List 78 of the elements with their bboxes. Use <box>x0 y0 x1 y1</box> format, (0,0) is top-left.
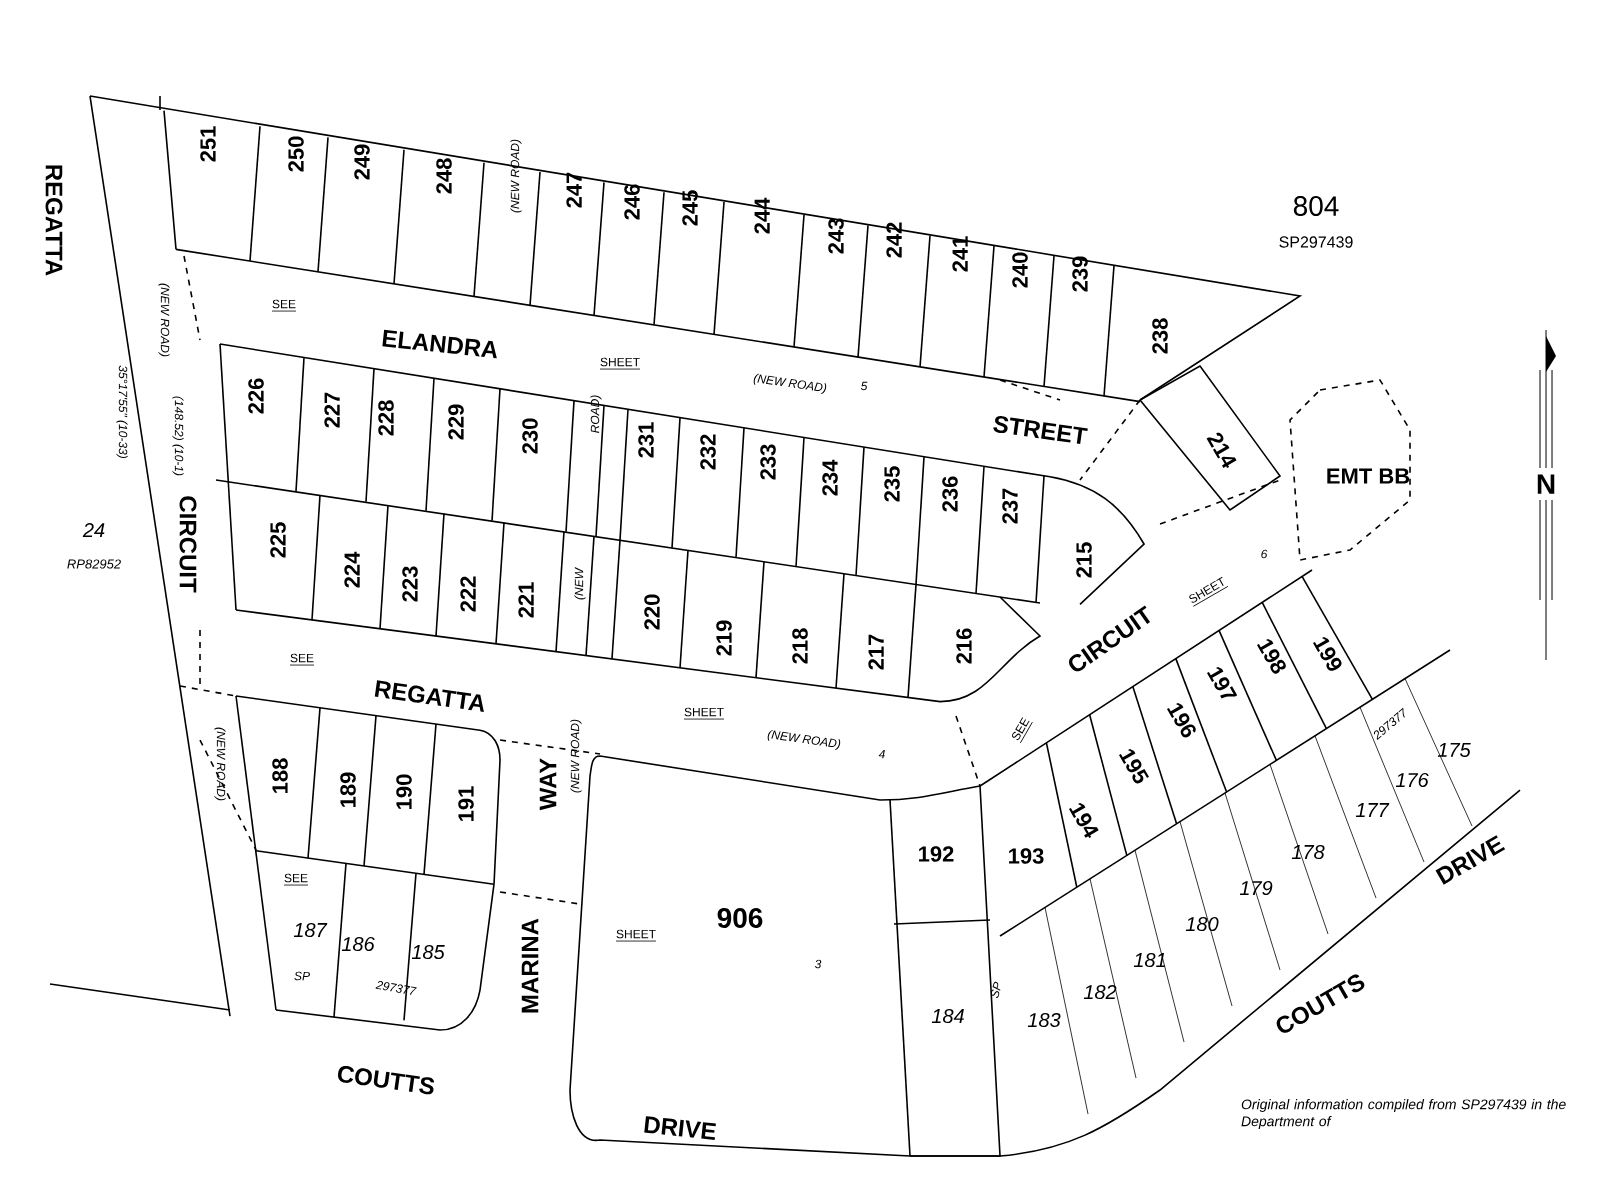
lot-number: 177 <box>1355 803 1390 817</box>
lot-number: 191 <box>458 786 474 821</box>
lot-number: 186 <box>341 936 375 952</box>
street-name: DRIVE <box>644 1116 716 1140</box>
lot-number: 192 <box>919 846 954 862</box>
lot-number: 245 <box>682 190 698 226</box>
street-name: REGATTA <box>45 165 63 276</box>
lot-number: 241 <box>952 236 968 272</box>
lot-number: EMT BB <box>1327 468 1410 484</box>
lot-number: 804 <box>1293 196 1339 216</box>
lot-number: 240 <box>1012 252 1028 288</box>
lot-number: 217 <box>868 634 884 670</box>
lot-number: 188 <box>272 758 288 793</box>
street-name: COUTTS <box>338 1065 435 1095</box>
lot-number: 181 <box>1133 952 1165 968</box>
lot-number: 232 <box>700 434 716 470</box>
lot-number: 223 <box>402 566 418 602</box>
lot-number: 236 <box>942 476 958 512</box>
lot-number: 231 <box>638 422 654 458</box>
lot-number: 194 <box>1068 802 1099 839</box>
lot-number: 237 <box>1002 488 1018 524</box>
lot-number: 180 <box>1185 916 1219 932</box>
lot-number: 235 <box>884 466 900 502</box>
lot-number: 250 <box>288 136 304 172</box>
lot-number: 178 <box>1291 844 1325 860</box>
lot-number: 238 <box>1152 318 1168 354</box>
lot-number: 234 <box>822 459 838 496</box>
lot-number: 184 <box>931 1008 964 1024</box>
lot-number: 182 <box>1083 984 1117 1000</box>
lot-number: 239 <box>1072 256 1088 292</box>
lot-number: 195 <box>1118 748 1149 784</box>
lot-number: 179 <box>1239 880 1273 896</box>
street-name: ELANDRA <box>382 329 497 359</box>
lot-number: 219 <box>716 620 732 656</box>
lot-number: 233 <box>760 444 776 480</box>
lot-number: 227 <box>324 392 340 428</box>
lot-number: 218 <box>792 628 808 664</box>
lot-number: 183 <box>1027 1012 1061 1028</box>
lot-number: 187 <box>293 922 328 938</box>
street-name: CIRCUIT <box>179 496 197 593</box>
lot-number: 244 <box>754 197 770 234</box>
lot-number: 230 <box>522 418 538 454</box>
lot-number: 175 <box>1437 743 1471 757</box>
lot-number: 247 <box>566 172 582 208</box>
lot-number: 196 <box>1166 702 1196 738</box>
lot-number: 220 <box>644 594 660 630</box>
lot-number: 249 <box>354 144 370 180</box>
lot-number: 225 <box>270 522 286 558</box>
lot-number: 906 <box>717 908 763 928</box>
lot-number: 189 <box>340 772 356 807</box>
lot-number: 228 <box>378 400 394 436</box>
lot-number: 216 <box>956 628 972 664</box>
lot-number: 229 <box>448 404 464 440</box>
lot-number: 193 <box>1009 848 1044 864</box>
lot-number: 197 <box>1206 666 1238 699</box>
lot-number: 215 <box>1076 542 1092 578</box>
plan-number: SP297439 <box>1279 236 1353 248</box>
lot-number: 198 <box>1256 638 1286 674</box>
lot-number: 221 <box>518 582 534 618</box>
street-name: REGATTA <box>374 680 484 712</box>
lot-number: 185 <box>411 944 445 960</box>
lot-number: 251 <box>200 126 216 162</box>
lot-number: 24 <box>82 523 105 537</box>
street-name: MARINA <box>521 918 539 1013</box>
lot-number: 199 <box>1312 636 1342 671</box>
lot-number: 246 <box>624 184 640 220</box>
north-letter: N <box>1537 474 1555 494</box>
lot-number: 243 <box>828 218 844 254</box>
lot-number: 248 <box>436 158 452 194</box>
lot-number: 222 <box>460 576 476 612</box>
street-name: STREET <box>993 416 1088 444</box>
lot-number: 242 <box>886 222 902 258</box>
street-name: WAY <box>539 758 557 811</box>
lot-number: 176 <box>1395 772 1429 788</box>
lot-number: 214 <box>1206 432 1237 469</box>
lot-number: 224 <box>344 551 360 588</box>
lot-number: 190 <box>396 774 412 809</box>
lot-number: 226 <box>248 378 264 414</box>
